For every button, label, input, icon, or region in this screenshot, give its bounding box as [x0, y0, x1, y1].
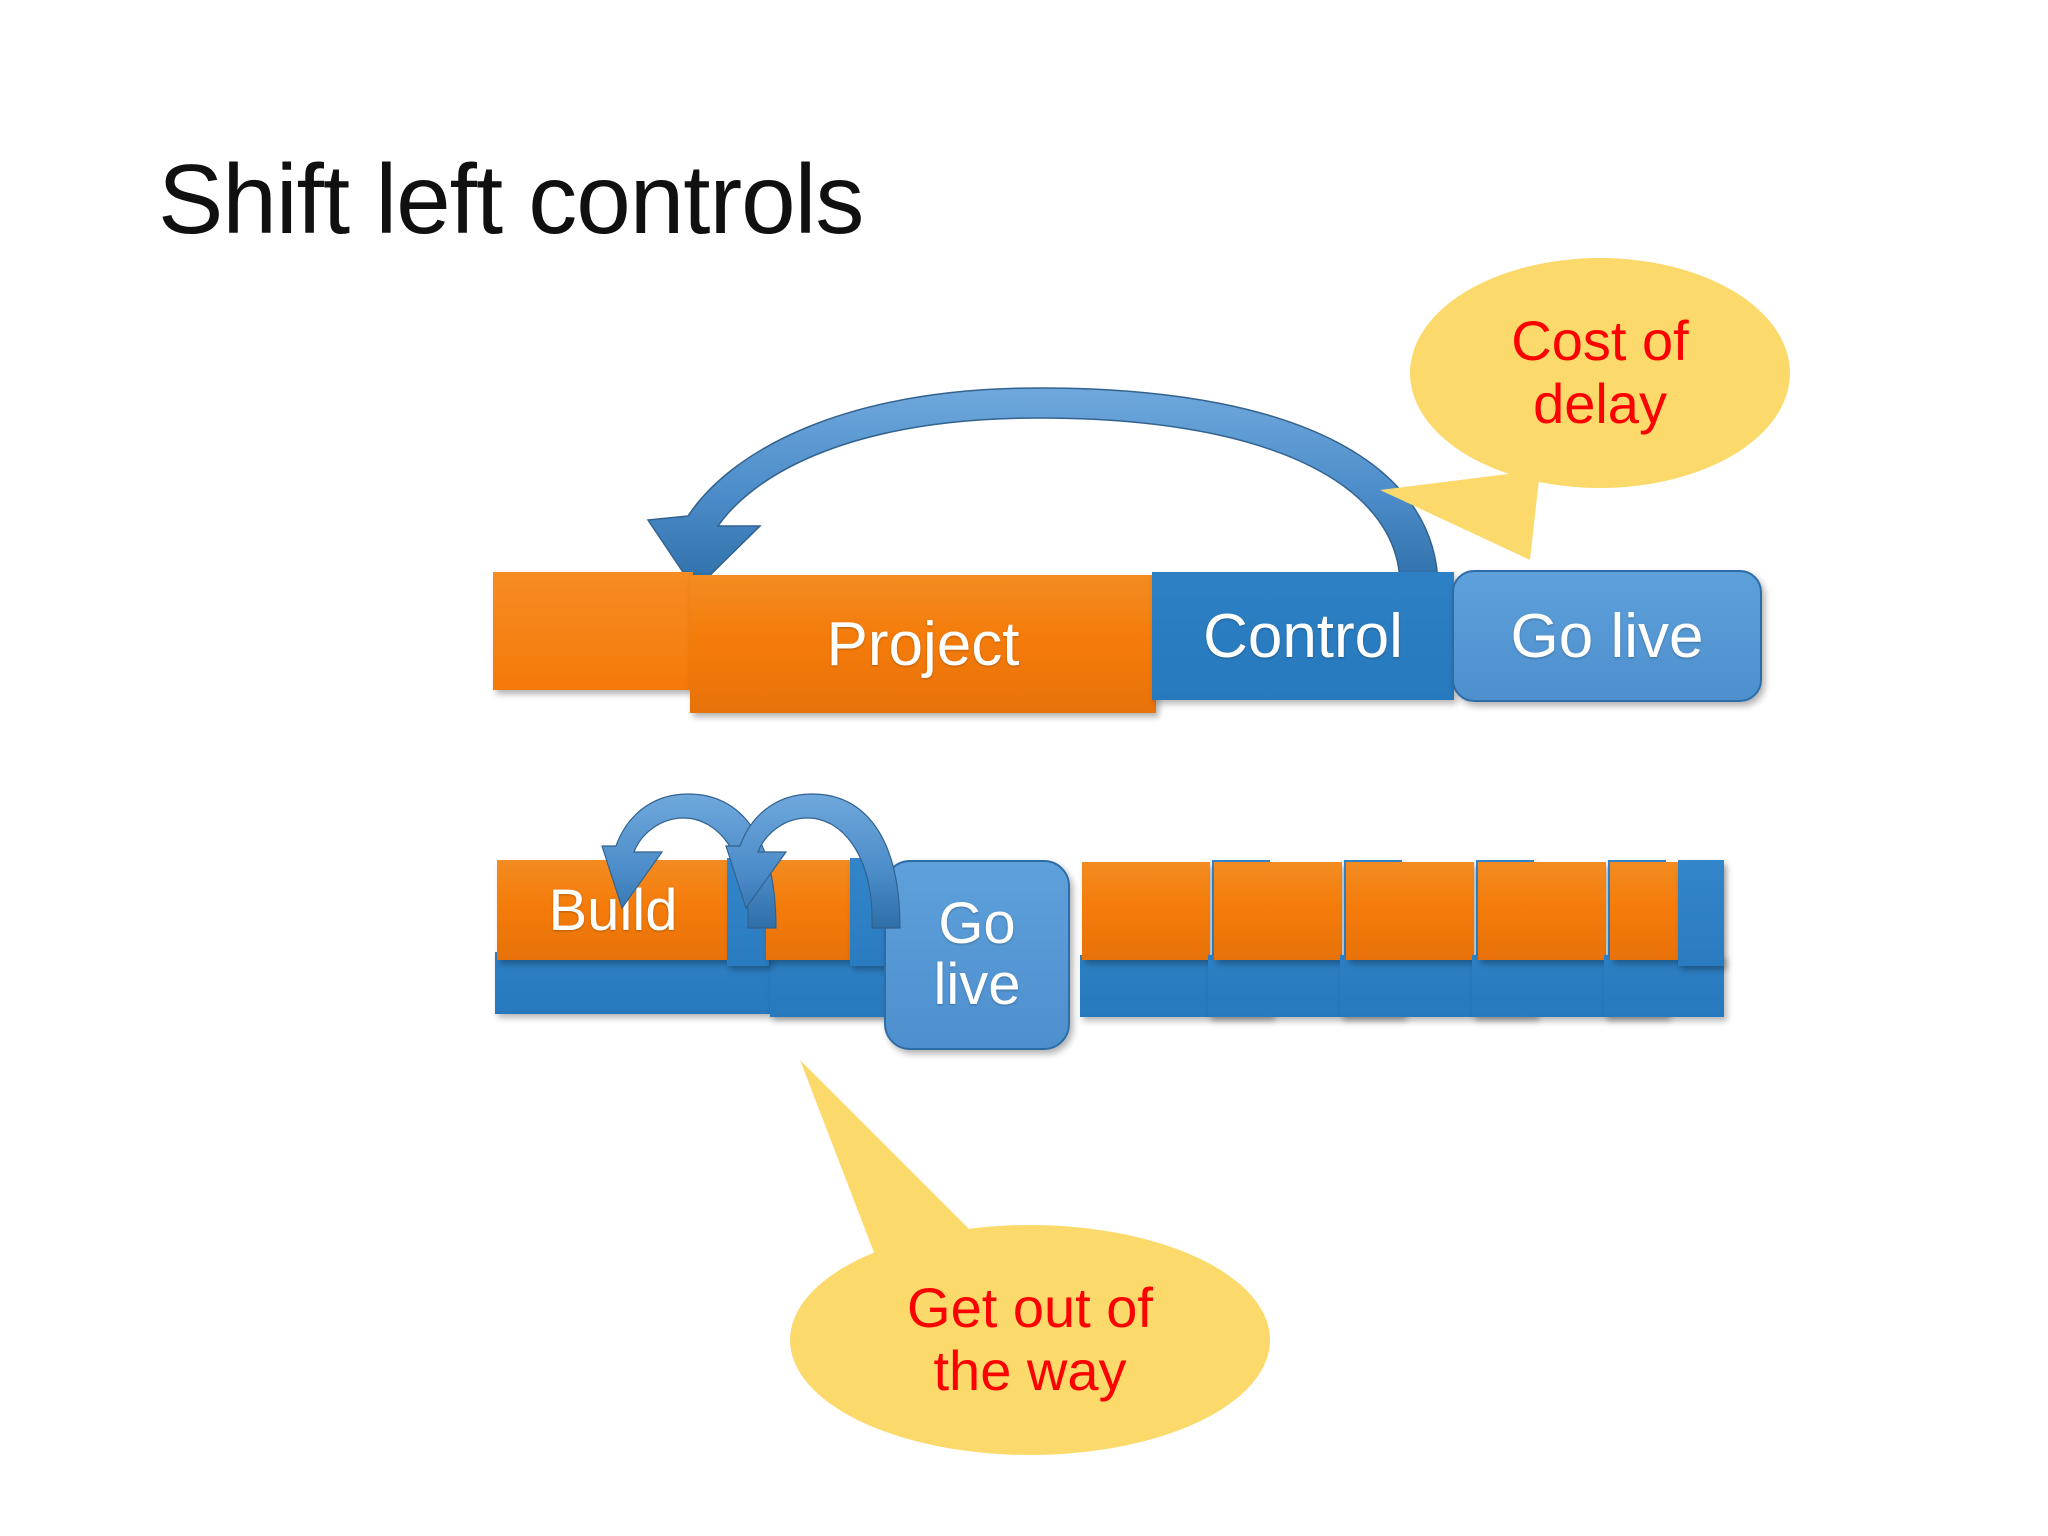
- row2-segment-2[interactable]: [766, 860, 852, 960]
- cost-of-delay-callout: Cost of delay: [1410, 258, 1790, 488]
- row2-segment-3[interactable]: [1082, 862, 1210, 960]
- row1-segment-plan-label: [493, 572, 693, 690]
- row1-segment-project[interactable]: Project: [690, 575, 1156, 713]
- row2-segment-golive-label: Cost of Go live: [886, 862, 1068, 1048]
- row2-segment-6[interactable]: [1478, 862, 1606, 960]
- page-title: Shift left controls: [158, 144, 864, 254]
- get-out-of-the-way-callout: Get out of the way: [790, 1225, 1270, 1455]
- row1-segment-control[interactable]: Control: [1152, 572, 1454, 700]
- cost-of-delay-line-2: delay: [1533, 372, 1667, 435]
- cost-of-delay-arrow: [646, 387, 1439, 592]
- row1-segment-golive[interactable]: Go live: [1452, 570, 1762, 702]
- row2-segment-4[interactable]: [1214, 862, 1342, 960]
- row2-segment-golive[interactable]: Cost of Go live: [884, 860, 1070, 1050]
- row2-golive-line-go: Go: [938, 891, 1016, 957]
- row2-segment-5[interactable]: [1346, 862, 1474, 960]
- row2-control-column-7[interactable]: [1678, 860, 1724, 966]
- row1-segment-project-label: Project: [826, 609, 1020, 679]
- cost-of-delay-callout-tail: [1380, 470, 1540, 560]
- iteration-loop-arrow-2: [725, 793, 901, 929]
- row2-golive-line-live: live: [933, 952, 1021, 1017]
- row2-segment-build-label: Build: [548, 877, 678, 943]
- cost-of-delay-line-1: Cost of: [1511, 309, 1689, 373]
- iteration-loop-arrow-1: [601, 793, 777, 929]
- row1-segment-golive-label: Go live: [1510, 601, 1704, 671]
- get-out-of-the-way-line-2: the way: [933, 1339, 1127, 1402]
- row1-segment-plan[interactable]: [493, 572, 693, 690]
- get-out-of-the-way-line-1: Get out of: [907, 1276, 1153, 1340]
- row1-segment-control-label: Control: [1203, 601, 1403, 671]
